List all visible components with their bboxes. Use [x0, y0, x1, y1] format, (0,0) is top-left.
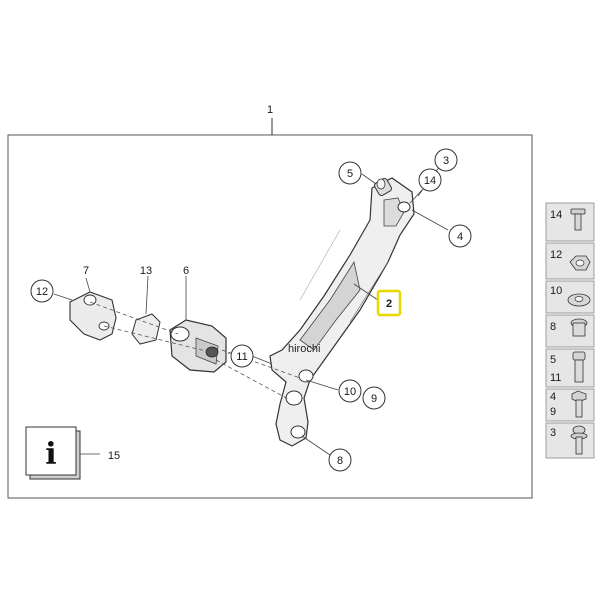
hex-nut-icon	[569, 255, 591, 271]
label-6[interactable]: 6	[183, 265, 189, 277]
callout-8[interactable]: 8	[328, 448, 352, 472]
assembly-axis-lines	[89, 301, 301, 401]
shoulder-bolt-icon	[572, 351, 586, 383]
side-part-10[interactable]: 10	[545, 280, 595, 314]
side-parts-panel: 14 12 10 8	[545, 202, 595, 459]
svg-text:2: 2	[386, 298, 392, 310]
rubber-pad[interactable]	[131, 313, 161, 345]
side-part-12[interactable]: 12	[545, 242, 595, 280]
info-label: 15	[108, 450, 120, 462]
callout-14[interactable]: 14	[418, 168, 442, 192]
svg-text:8: 8	[337, 455, 343, 467]
svg-text:4: 4	[550, 391, 556, 403]
svg-text:3: 3	[443, 155, 449, 167]
side-part-4-9[interactable]: 4 9	[545, 388, 595, 422]
cover-part[interactable]	[69, 291, 117, 341]
svg-text:10: 10	[344, 386, 356, 398]
svg-text:9: 9	[371, 393, 377, 405]
svg-text:5: 5	[347, 168, 353, 180]
leader-lines	[53, 165, 449, 456]
footrest-bracket[interactable]	[269, 177, 415, 447]
label-13[interactable]: 13	[140, 265, 152, 277]
info-icon: i	[45, 437, 56, 472]
footpeg-holder[interactable]	[169, 319, 227, 373]
label-7[interactable]: 7	[83, 265, 89, 277]
svg-text:14: 14	[424, 175, 436, 187]
side-part-5-11[interactable]: 5 11	[545, 348, 595, 388]
svg-text:12: 12	[550, 249, 562, 261]
svg-text:14: 14	[550, 209, 562, 221]
svg-text:5: 5	[550, 354, 556, 366]
svg-text:7: 7	[83, 265, 89, 277]
top-bolt	[374, 178, 392, 196]
callout-9[interactable]: 9	[362, 386, 386, 410]
hex-bolt-icon	[571, 390, 587, 418]
side-part-3[interactable]: 3	[545, 422, 595, 459]
svg-text:11: 11	[236, 351, 247, 363]
svg-text:13: 13	[140, 265, 152, 277]
side-part-8[interactable]: 8	[545, 314, 595, 348]
svg-text:9: 9	[550, 406, 556, 418]
svg-text:4: 4	[457, 231, 463, 243]
svg-text:3: 3	[550, 427, 556, 439]
flat-head-bolt-icon	[570, 208, 586, 231]
collar-bolt-icon	[570, 425, 588, 455]
callout-11[interactable]: 11	[230, 344, 254, 368]
svg-text:10: 10	[550, 285, 562, 297]
callout-12[interactable]: 12	[30, 279, 54, 303]
svg-text:12: 12	[36, 286, 48, 298]
watermark-text: hirochi	[288, 343, 320, 355]
info-box[interactable]: i	[25, 426, 81, 480]
callout-10[interactable]: 10	[338, 379, 362, 403]
callout-5[interactable]: 5	[338, 161, 362, 185]
svg-text:11: 11	[550, 372, 561, 384]
svg-text:6: 6	[183, 265, 189, 277]
callout-3[interactable]: 3	[434, 148, 458, 172]
pin-bolt-icon	[570, 318, 588, 337]
assembly-frame	[7, 134, 533, 499]
washer-icon	[567, 293, 591, 307]
callout-2-highlighted[interactable]: 2	[376, 289, 402, 317]
side-part-14[interactable]: 14	[545, 202, 595, 242]
svg-text:8: 8	[550, 321, 556, 333]
callout-4[interactable]: 4	[448, 224, 472, 248]
assembly-label: 1	[267, 104, 273, 116]
